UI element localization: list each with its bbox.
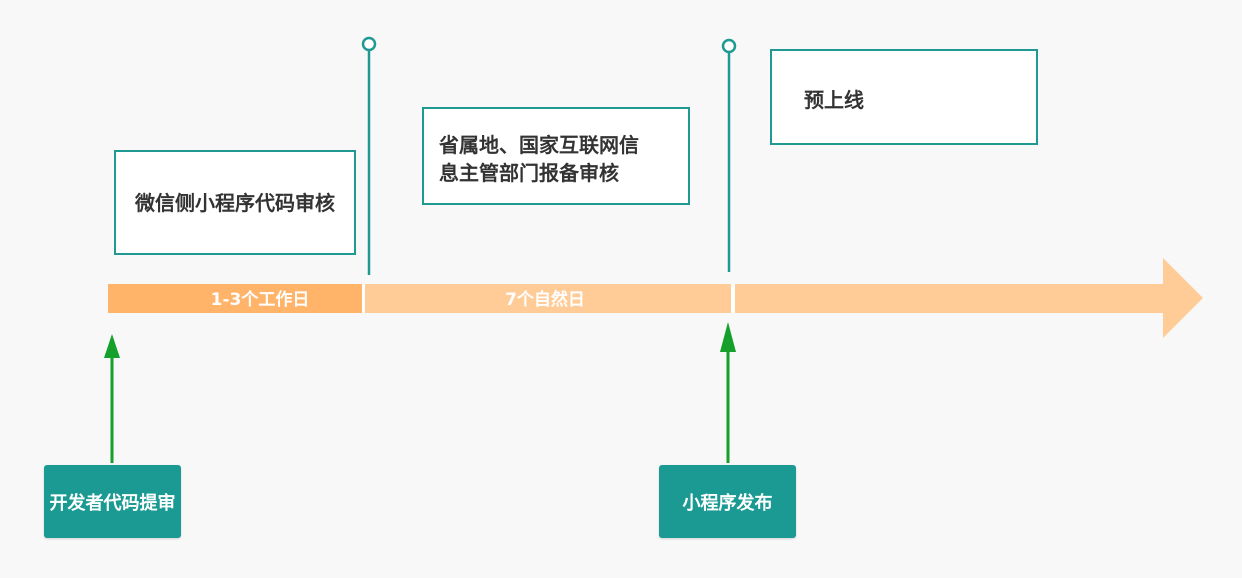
- timeline-segment-1: [108, 284, 362, 313]
- milestone-pin-head-1: [361, 36, 377, 52]
- timeline-separator-1: [362, 284, 365, 313]
- miniprogram-publish-label: 小程序发布: [682, 492, 773, 514]
- developer-submit-label: 开发者代码提审: [49, 492, 176, 514]
- stage-pre-launch: 预上线: [770, 49, 1038, 145]
- milestone-pin-head-2: [721, 38, 737, 54]
- timeline-separator-2: [731, 284, 735, 313]
- timeline-segment-1-label: 1-3个工作日: [210, 290, 310, 310]
- submit-arrow-head: [104, 334, 120, 358]
- stage-wechat-review: 微信侧小程序代码审核: [114, 150, 356, 255]
- stage-filing-review: 省属地、国家互联网信 息主管部门报备审核: [422, 107, 690, 205]
- stage-pre-launch-label: 预上线: [804, 88, 864, 112]
- developer-submit-button[interactable]: 开发者代码提审: [44, 465, 181, 538]
- miniprogram-publish-button[interactable]: 小程序发布: [659, 465, 796, 538]
- stage-filing-review-line-1: 省属地、国家互联网信: [439, 133, 639, 157]
- timeline-arrowhead: [1163, 258, 1203, 338]
- timeline-segment-2-label: 7个自然日: [505, 290, 585, 310]
- publish-arrow-head: [720, 322, 736, 352]
- stage-wechat-review-label: 微信侧小程序代码审核: [135, 190, 335, 215]
- stage-filing-review-line-2: 息主管部门报备审核: [439, 161, 619, 185]
